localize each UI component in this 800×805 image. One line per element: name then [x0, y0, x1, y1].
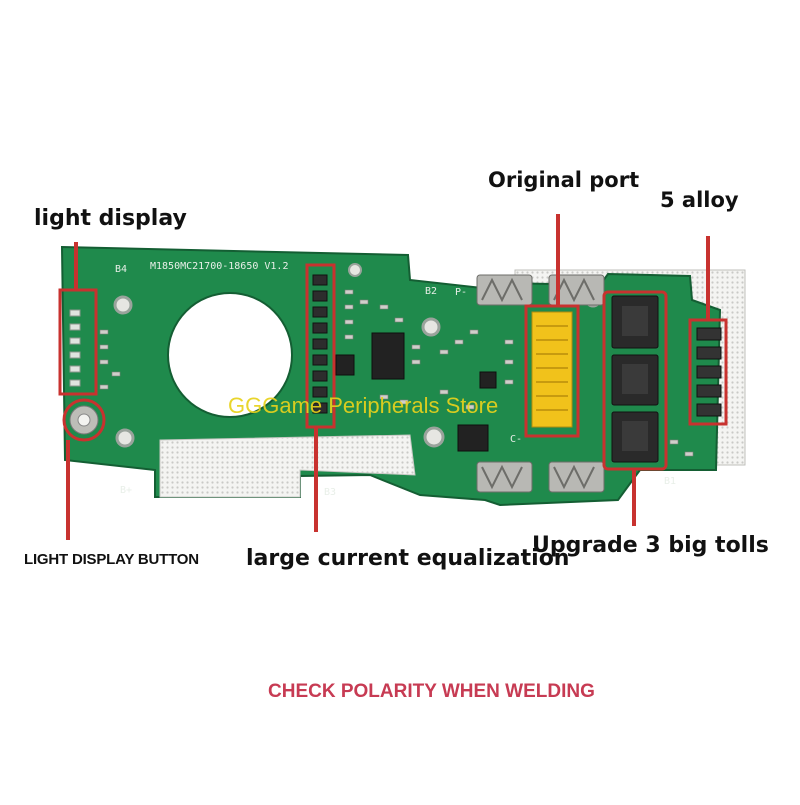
light-display-button-core — [77, 413, 91, 427]
led-indicators — [69, 309, 81, 387]
smd-components — [99, 289, 694, 457]
bottom-dot-area — [159, 434, 416, 498]
callout-light-display: light display — [34, 206, 187, 231]
pad-b4-label: B4 — [115, 264, 127, 275]
mosfets — [611, 295, 659, 463]
pad-b3-label: B3 — [324, 487, 336, 498]
pad-p-minus-label: P- — [455, 287, 467, 298]
pad-c-minus-label: C- — [510, 434, 522, 445]
welding-warning: CHECK POLARITY WHEN WELDING — [268, 681, 595, 702]
callout-box-original-port — [524, 304, 580, 438]
pad-b1-label: B1 — [664, 476, 676, 487]
callout-light-display-button: LIGHT DISPLAY BUTTON — [24, 551, 199, 568]
callout-alloy: 5 alloy — [660, 188, 739, 212]
battery-hole — [167, 292, 293, 418]
store-watermark: GGGame Peripherals Store — [228, 393, 499, 418]
balancing-resistors — [312, 274, 328, 414]
original-port-connector — [531, 311, 573, 428]
pad-b-plus-label: B+ — [120, 485, 132, 496]
callout-box-button — [62, 398, 106, 442]
alloy-resistors — [696, 327, 722, 417]
callout-big-tolls: Upgrade 3 big tolls — [532, 533, 769, 558]
spring-terminals — [476, 274, 605, 493]
callout-lines — [66, 214, 710, 540]
callout-current-equalization: large current equalization — [246, 546, 570, 571]
pad-b4-ring — [348, 263, 362, 277]
pad-b2-label: B2 — [425, 286, 437, 297]
callout-box-equalization — [305, 263, 336, 429]
callout-original-port: Original port — [488, 168, 640, 192]
pcb-model-text: M1850MC21700-18650 V1.2 — [150, 261, 288, 272]
ic-chips — [335, 332, 497, 452]
